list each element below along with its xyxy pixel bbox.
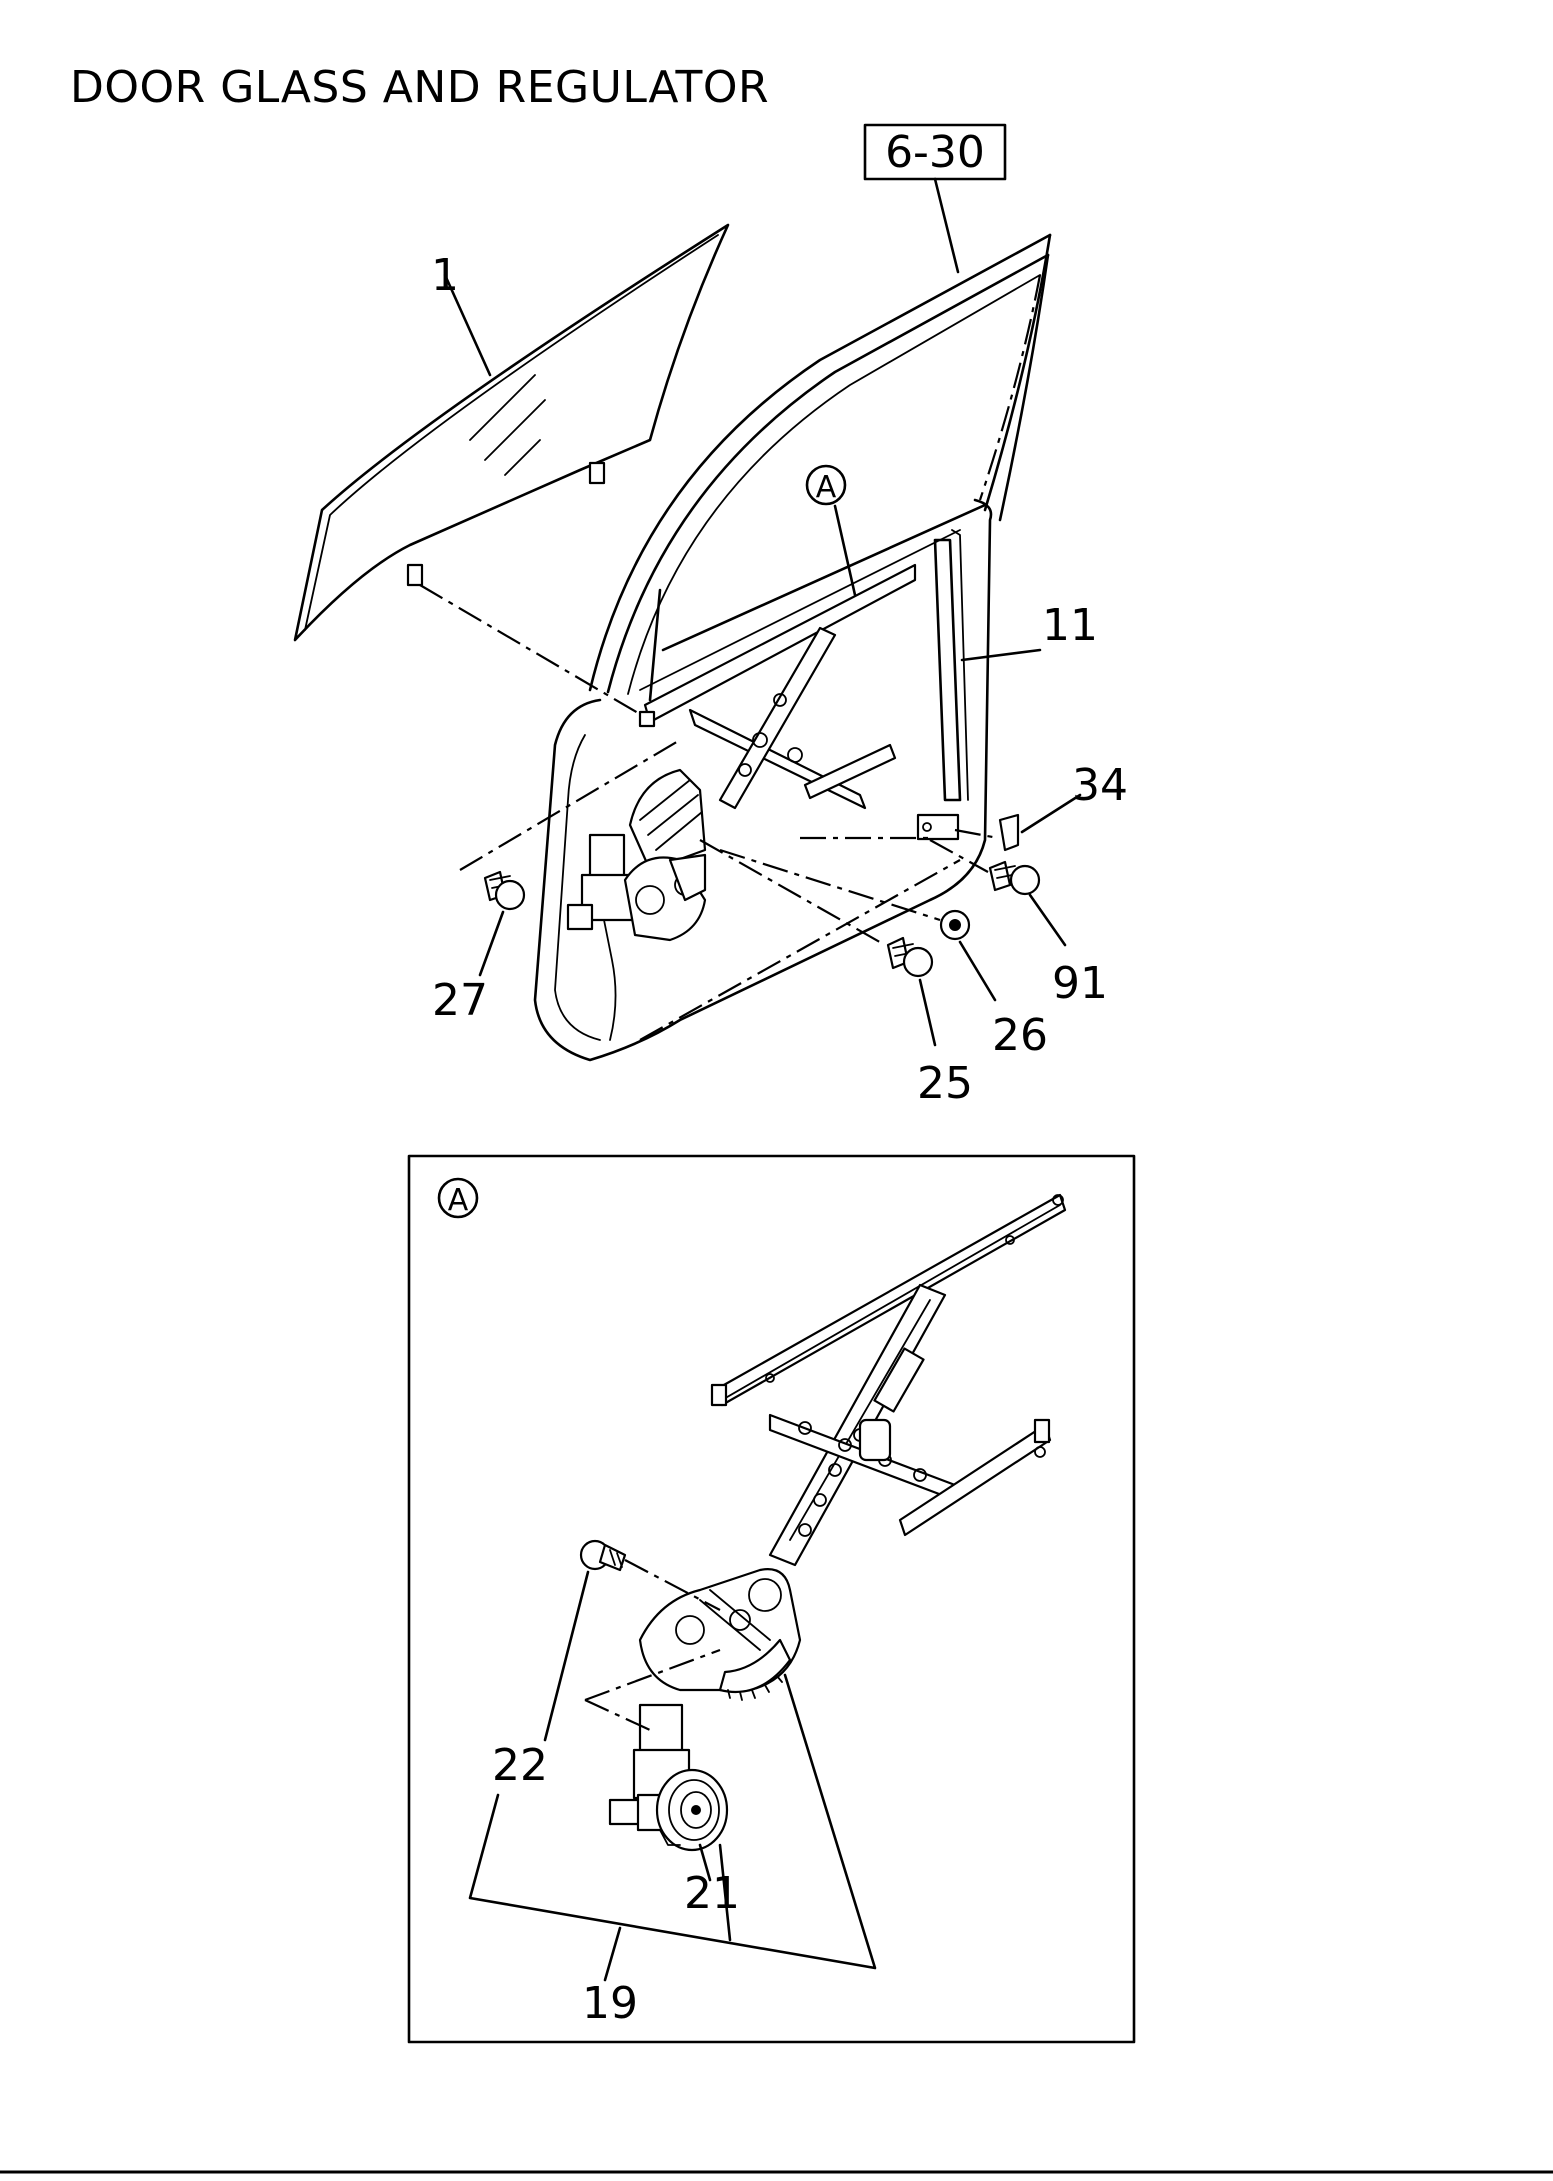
nut-26-leader xyxy=(958,940,997,1002)
motor-guide-line xyxy=(584,1648,721,1702)
callout-22: 22 xyxy=(492,1740,548,1791)
bolt-25-leader xyxy=(918,978,937,1047)
door-glass xyxy=(293,223,730,642)
clip-leader xyxy=(1020,793,1082,834)
reference-box-label: 6-30 xyxy=(885,127,985,178)
bolt-25 xyxy=(699,839,934,978)
clip-34 xyxy=(954,813,1020,852)
reference-leader xyxy=(933,177,960,274)
rear-channel xyxy=(916,529,969,841)
glass-leader xyxy=(443,273,492,377)
callout-1: 1 xyxy=(431,250,459,301)
regulator-detail xyxy=(638,1193,1067,1701)
bolt-27 xyxy=(459,739,681,911)
callout-21: 21 xyxy=(684,1868,740,1919)
page-title: DOOR GLASS AND REGULATOR xyxy=(70,62,770,113)
callout-91: 91 xyxy=(1052,958,1108,1009)
regulator-upper xyxy=(638,563,917,810)
detail-marker-a: A xyxy=(805,464,857,597)
bolt-91 xyxy=(929,839,1041,896)
bolt-22-leader xyxy=(543,1570,590,1742)
callout-25: 25 xyxy=(917,1058,973,1109)
motor-leader xyxy=(698,1843,712,1882)
reference-box: 6-30 xyxy=(863,123,1007,181)
bolt-27-leader xyxy=(478,910,505,977)
detail-box-a-label: A xyxy=(448,1183,469,1218)
glass-guide-line xyxy=(419,584,651,721)
motor-21 xyxy=(608,1703,729,1852)
door-frame xyxy=(588,233,1052,702)
motor-guide-line-2 xyxy=(584,1699,651,1731)
callout-11: 11 xyxy=(1042,600,1098,651)
nut-26 xyxy=(719,848,971,941)
callout-34: 34 xyxy=(1072,760,1128,811)
bolt-22 xyxy=(579,1539,721,1611)
bolt-91-leader xyxy=(1028,893,1067,947)
detail-box-a: A xyxy=(407,1154,1136,2044)
channel-leader xyxy=(960,648,1042,662)
detail-marker-a-label: A xyxy=(816,470,837,505)
regulator-motor-upper xyxy=(566,768,707,942)
assembly-19-bracket xyxy=(468,1673,877,1982)
callout-27: 27 xyxy=(432,975,488,1026)
callout-19: 19 xyxy=(582,1978,638,2029)
door-inner-panel xyxy=(533,498,993,1062)
callout-26: 26 xyxy=(992,1010,1048,1061)
